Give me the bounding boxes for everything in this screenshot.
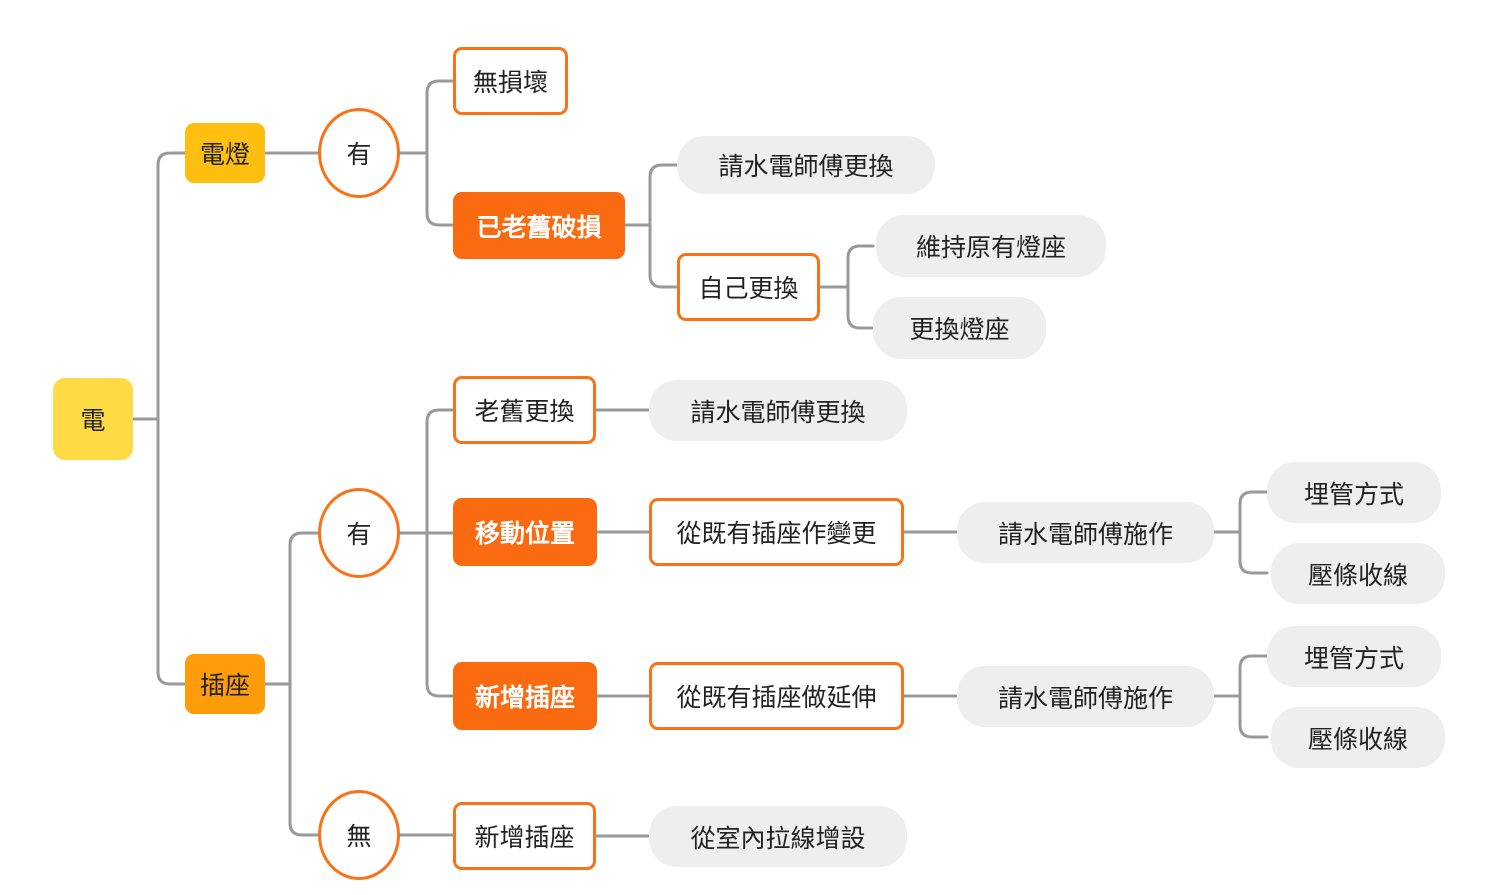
lamp-label: 電燈 <box>199 140 250 169</box>
socket-none-method-label: 從室內拉線增設 <box>690 823 866 853</box>
lamp-undamaged-label: 無損壞 <box>472 68 548 97</box>
lamp-damaged-label: 已老舊破損 <box>476 212 602 242</box>
socket-add-option-raceway-node[interactable]: 壓條收線 <box>1271 707 1445 768</box>
socket-add-node[interactable]: 新增插座 <box>453 662 597 730</box>
lamp-damaged-node[interactable]: 已老舊破損 <box>453 192 625 259</box>
lamp-undamaged-node[interactable]: 無損壞 <box>453 47 568 115</box>
lamp-diy-node[interactable]: 自己更換 <box>677 253 820 321</box>
lamp-diy-label: 自己更換 <box>698 274 799 303</box>
socket-label: 插座 <box>199 671 250 700</box>
socket-none-node[interactable]: 無 <box>318 790 400 880</box>
socket-move-node[interactable]: 移動位置 <box>453 498 597 566</box>
lamp-node[interactable]: 電燈 <box>185 123 265 183</box>
socket-add-method-node[interactable]: 從既有插座做延伸 <box>649 662 904 730</box>
socket-add-label: 新增插座 <box>474 683 575 712</box>
lamp-replace-socket-node[interactable]: 更換燈座 <box>873 297 1046 359</box>
socket-move-label: 移動位置 <box>474 519 575 548</box>
socket-node[interactable]: 插座 <box>185 654 265 714</box>
socket-add-electrician-label: 請水電師傅施作 <box>997 683 1173 713</box>
socket-add-option-raceway-label: 壓條收線 <box>1307 724 1408 754</box>
socket-move-option-conduit-node[interactable]: 埋管方式 <box>1267 462 1441 523</box>
lamp-electrician-node[interactable]: 請水電師傅更換 <box>677 136 935 194</box>
root-label: 電 <box>80 406 106 435</box>
socket-old-electrician-label: 請水電師傅更換 <box>690 397 866 427</box>
socket-add-method-label: 從既有插座做延伸 <box>676 683 877 712</box>
lamp-has-label: 有 <box>346 140 372 169</box>
socket-has-node[interactable]: 有 <box>318 488 400 578</box>
socket-old-electrician-node[interactable]: 請水電師傅更換 <box>649 380 907 441</box>
socket-has-label: 有 <box>346 520 372 549</box>
lamp-electrician-label: 請水電師傅更換 <box>718 152 894 181</box>
socket-none-label: 無 <box>346 822 372 851</box>
socket-add-electrician-node[interactable]: 請水電師傅施作 <box>957 666 1214 727</box>
lamp-keep-socket-label: 維持原有燈座 <box>915 233 1066 262</box>
socket-none-add-node[interactable]: 新增插座 <box>453 802 596 870</box>
socket-move-electrician-label: 請水電師傅施作 <box>997 519 1173 549</box>
lamp-has-node[interactable]: 有 <box>318 108 400 198</box>
socket-move-method-label: 從既有插座作變更 <box>676 519 877 548</box>
socket-add-option-conduit-node[interactable]: 埋管方式 <box>1267 626 1441 687</box>
socket-none-method-node[interactable]: 從室內拉線增設 <box>649 806 907 867</box>
socket-move-option-conduit-label: 埋管方式 <box>1303 479 1404 509</box>
lamp-replace-socket-label: 更換燈座 <box>909 315 1010 344</box>
lamp-keep-socket-node[interactable]: 維持原有燈座 <box>876 215 1106 277</box>
socket-old-replace-label: 老舊更換 <box>474 397 575 426</box>
socket-old-replace-node[interactable]: 老舊更換 <box>453 376 596 444</box>
socket-move-option-raceway-label: 壓條收線 <box>1307 560 1408 590</box>
root-node[interactable]: 電 <box>53 378 133 460</box>
socket-move-electrician-node[interactable]: 請水電師傅施作 <box>957 502 1214 563</box>
socket-move-method-node[interactable]: 從既有插座作變更 <box>649 498 904 566</box>
socket-add-option-conduit-label: 埋管方式 <box>1303 643 1404 673</box>
socket-move-option-raceway-node[interactable]: 壓條收線 <box>1271 543 1445 604</box>
socket-none-add-label: 新增插座 <box>474 823 575 852</box>
